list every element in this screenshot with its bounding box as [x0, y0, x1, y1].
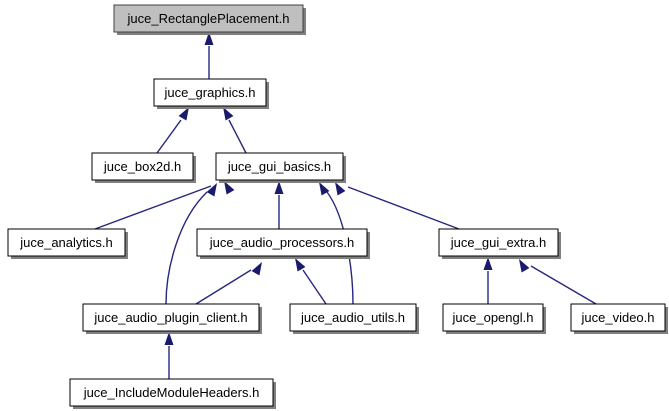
edge-pluginclient-to-guibasics [165, 183, 217, 305]
graph-node-juce_audio_plugin_client[interactable]: juce_audio_plugin_client.h [82, 303, 262, 334]
node-label: juce_opengl.h [452, 310, 534, 325]
node-label: juce_box2d.h [103, 159, 181, 174]
edge-opengl-to-guiextra-arrowhead [483, 257, 493, 270]
edge-audioutils-to-audioprocessors [295, 258, 327, 305]
edge-pluginclient-to-audioprocessors-arrowhead [251, 262, 262, 276]
node-box[interactable] [442, 303, 544, 332]
node-box[interactable] [438, 228, 559, 257]
edge-guibasics-to-graphics-arrowhead [223, 107, 234, 121]
node-box[interactable] [91, 152, 194, 181]
edge-audioprocessors-to-guibasics-arrowhead [274, 181, 284, 194]
graph-node-juce_audio_utils[interactable]: juce_audio_utils.h [289, 303, 419, 334]
graph-node-juce_IncludeModuleHeaders[interactable]: juce_IncludeModuleHeaders.h [69, 378, 276, 409]
edge-box2d-to-graphics-line [156, 119, 182, 154]
graph-node-juce_gui_extra[interactable]: juce_gui_extra.h [438, 228, 561, 259]
edge-audioutils-to-guibasics-arrowhead [319, 182, 330, 196]
edge-graphics-to-rectangleplacement [204, 32, 214, 79]
graph-node-juce_opengl[interactable]: juce_opengl.h [442, 303, 546, 334]
edge-analytics-to-guibasics-line [94, 185, 212, 230]
edge-includemoduleheaders-to-pluginclient [164, 332, 174, 379]
edge-audioutils-to-audioprocessors-arrowhead [295, 258, 306, 272]
edge-includemoduleheaders-to-pluginclient-arrowhead [164, 332, 174, 345]
graph-node-juce_RectanglePlacement[interactable]: juce_RectanglePlacement.h [113, 4, 306, 35]
graph-node-juce_analytics[interactable]: juce_analytics.h [7, 228, 128, 259]
edge-guiextra-to-guibasics-arrowhead [335, 182, 346, 196]
node-box[interactable] [196, 228, 368, 257]
edge-guibasics-to-graphics-line [228, 119, 247, 154]
node-box[interactable] [215, 152, 344, 181]
edge-box2d-to-graphics-arrowhead [178, 107, 189, 121]
edge-video-to-guiextra-arrowhead [519, 259, 530, 273]
edge-graphics-to-rectangleplacement-arrowhead [204, 32, 214, 45]
graph-node-juce_video[interactable]: juce_video.h [570, 303, 668, 334]
edge-box2d-to-graphics [156, 107, 189, 154]
edge-analytics-to-guibasics-arrowhead [224, 181, 235, 195]
node-box[interactable] [7, 228, 126, 257]
node-label: juce_IncludeModuleHeaders.h [83, 385, 260, 400]
edge-audioprocessors-to-guibasics [274, 181, 284, 229]
edge-pluginclient-to-audioprocessors-line [195, 269, 252, 305]
edge-guiextra-to-guibasics [335, 182, 460, 230]
node-label: juce_audio_utils.h [300, 310, 405, 325]
node-box[interactable] [153, 78, 267, 107]
node-label: juce_gui_basics.h [227, 159, 331, 174]
node-label: juce_graphics.h [163, 85, 255, 100]
edge-analytics-to-guibasics [94, 181, 235, 230]
edge-guibasics-to-graphics [223, 107, 247, 154]
edge-opengl-to-guiextra [483, 257, 493, 304]
edge-video-to-guiextra-line [530, 265, 597, 305]
edge-audioutils-to-audioprocessors-line [302, 269, 327, 305]
edge-video-to-guiextra [519, 259, 597, 305]
node-label: juce_gui_extra.h [450, 235, 546, 250]
node-box[interactable] [289, 303, 417, 332]
node-layer: juce_RectanglePlacement.h juce_graphics.h… [7, 4, 668, 409]
node-box[interactable] [69, 378, 274, 407]
graph-node-juce_graphics[interactable]: juce_graphics.h [153, 78, 269, 109]
node-label: juce_video.h [581, 310, 655, 325]
node-box[interactable] [82, 303, 260, 332]
graph-node-juce_gui_basics[interactable]: juce_gui_basics.h [215, 152, 346, 183]
node-label: juce_RectanglePlacement.h [127, 11, 290, 26]
edge-pluginclient-to-audioprocessors [195, 262, 262, 305]
edge-pluginclient-to-guibasics-arrowhead [206, 183, 217, 197]
node-box[interactable] [113, 4, 304, 33]
graph-node-juce_box2d[interactable]: juce_box2d.h [91, 152, 196, 183]
node-label: juce_audio_plugin_client.h [93, 310, 247, 325]
node-box[interactable] [570, 303, 666, 332]
edge-guiextra-to-guibasics-line [347, 186, 460, 230]
node-label: juce_analytics.h [19, 235, 113, 250]
edge-pluginclient-to-guibasics-line [165, 191, 208, 305]
node-label: juce_audio_processors.h [209, 235, 355, 250]
graph-node-juce_audio_processors[interactable]: juce_audio_processors.h [196, 228, 370, 259]
